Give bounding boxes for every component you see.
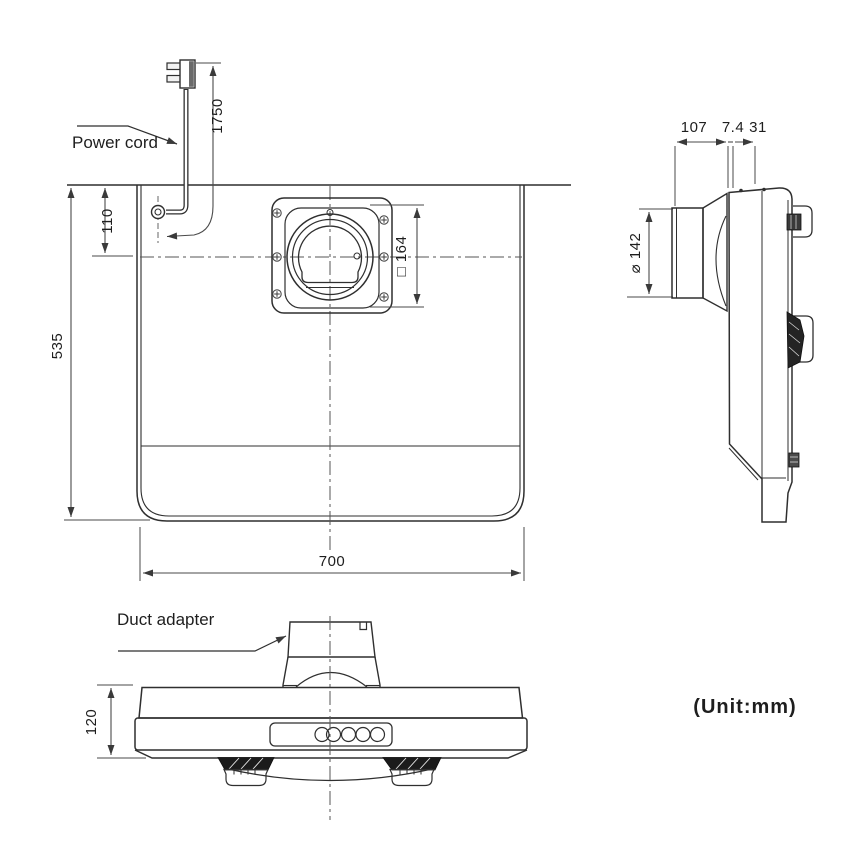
power-cord-leader	[77, 125, 178, 145]
control-panel	[269, 722, 393, 747]
side-view-texts: 107 7.4 31 ⌀ 142	[627, 119, 767, 274]
duct-adapter-leader	[118, 635, 287, 652]
control-button	[369, 726, 386, 743]
front-view-texts: Duct adapter 120	[83, 610, 215, 735]
dim-535-text: 535	[49, 333, 66, 360]
control-button	[314, 726, 330, 743]
duct-damper-outline	[297, 225, 363, 284]
top-view-centerlines	[140, 186, 522, 553]
front-body-bottom	[134, 749, 528, 759]
right-lamp-assembly	[382, 757, 442, 787]
power-cord	[150, 59, 196, 220]
dim-110-text: 110	[99, 208, 116, 233]
side-duct-adapter	[702, 192, 728, 313]
side-lower-clip	[788, 452, 800, 468]
left-lamp-assembly	[217, 757, 275, 787]
power-cord-label: Power cord	[72, 133, 158, 152]
dim-142-text: ⌀ 142	[627, 233, 644, 274]
dim-107-text: 107	[681, 119, 708, 136]
filter-arc	[227, 768, 433, 782]
front-body-top	[138, 686, 524, 719]
dim-164-text: □ 164	[393, 236, 410, 277]
power-plug	[166, 59, 196, 89]
duct-collar-inner	[291, 218, 369, 296]
duct-flange	[271, 197, 393, 314]
dim-31-text: 31	[749, 119, 767, 136]
front-duct-adapter	[282, 621, 381, 688]
top-view	[64, 59, 571, 581]
front-view	[97, 616, 528, 820]
control-button	[325, 726, 342, 743]
side-upper-bracket	[786, 205, 813, 238]
cord-grommet	[150, 204, 166, 220]
dim-1750-text: 1750	[209, 98, 226, 133]
control-button	[355, 726, 371, 743]
side-view	[627, 138, 814, 523]
fan-dome-arc	[295, 671, 368, 688]
control-button	[340, 726, 357, 743]
control-buttons	[314, 726, 386, 743]
dim-7-4-text: 7.4	[722, 119, 744, 136]
dim-120-text: 120	[83, 709, 100, 736]
front-body-band	[134, 717, 528, 751]
duct-adapter-label: Duct adapter	[117, 610, 215, 629]
dim-700-text: 700	[319, 553, 346, 570]
side-damper-bracket	[786, 311, 814, 369]
side-body-outline	[728, 187, 793, 523]
duct-collar-outer	[286, 213, 374, 301]
top-view-texts: Power cord 1750 110 535 700 □ 164	[49, 98, 410, 570]
cord-length-dimension-line	[166, 66, 217, 240]
unit-note: (Unit:mm)	[693, 696, 796, 718]
